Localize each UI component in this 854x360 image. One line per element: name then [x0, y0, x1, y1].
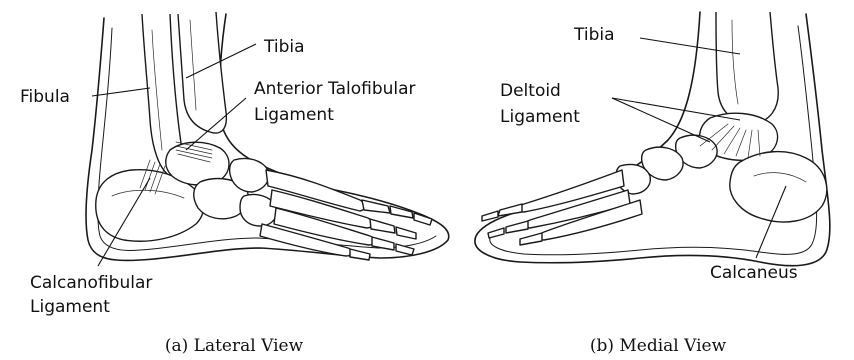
- medial-calcaneus-bone: [730, 152, 827, 222]
- medial-deltoid-leader-lower: [612, 98, 710, 142]
- medial-view-panel: Tibia Deltoid Ligament Calcaneus (b) Med…: [475, 12, 830, 356]
- medial-tibia-bone: [716, 12, 778, 124]
- lateral-view-panel: Tibia Fibula Anterior Talofibular Ligame…: [20, 12, 449, 356]
- lateral-view-caption: (a) Lateral View: [165, 336, 304, 356]
- lateral-metatarsals: [260, 170, 374, 256]
- lateral-tibia-bone: [178, 12, 226, 133]
- medial-deltoid-label-line1: Deltoid: [500, 81, 561, 101]
- medial-tarsal-bones: [616, 135, 717, 194]
- lateral-atfl-label-line1: Anterior Talofibular: [254, 79, 416, 99]
- lateral-atfl-label-line2: Ligament: [254, 105, 334, 125]
- medial-view-caption: (b) Medial View: [590, 336, 727, 356]
- lateral-fibula-leader: [92, 88, 150, 96]
- medial-tibia-label: Tibia: [573, 25, 615, 45]
- medial-deltoid-label-line2: Ligament: [500, 107, 580, 127]
- lateral-fibula-label: Fibula: [20, 87, 70, 107]
- medial-calcaneus-label: Calcaneus: [710, 263, 798, 283]
- medial-metatarsals: [520, 170, 643, 240]
- lateral-tibia-label: Tibia: [263, 37, 305, 57]
- lateral-cfl-label-line2: Ligament: [30, 297, 110, 317]
- lateral-cfl-label-line1: Calcanofibular: [30, 273, 152, 293]
